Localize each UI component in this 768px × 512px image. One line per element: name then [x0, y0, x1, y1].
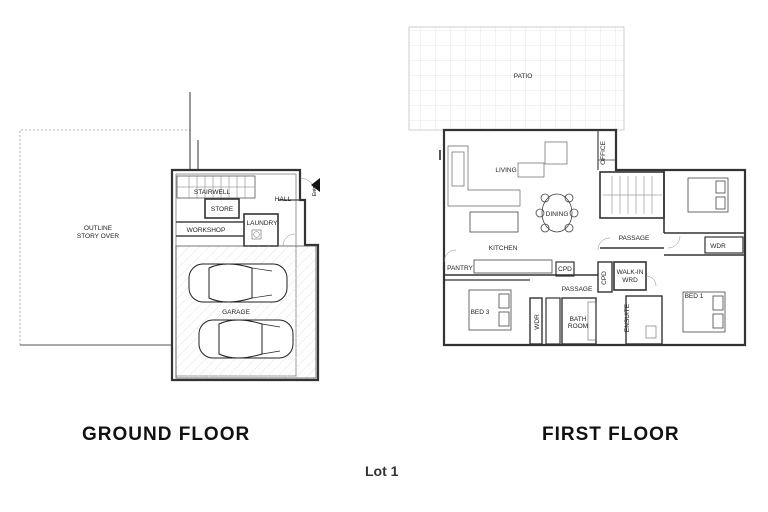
- kitchen-island: [469, 211, 519, 233]
- label-patio: PATIO: [514, 73, 533, 80]
- car-bottom-icon: [198, 319, 294, 359]
- wardrobe-right: [704, 236, 744, 254]
- label-kitchen: KITCHEN: [489, 245, 518, 252]
- label-garage: GARAGE: [222, 309, 250, 316]
- ground-floor-plan: OUTLINE STORY OVER STAIRWELL STORE HALL …: [19, 92, 320, 382]
- label-pantry: PANTRY: [447, 265, 473, 272]
- dining-table-icon: [535, 193, 579, 233]
- label-outline-2: STORY OVER: [77, 233, 120, 240]
- label-living: LIVING: [495, 167, 516, 174]
- ensuite-room: [625, 295, 663, 345]
- patio-area: [408, 26, 625, 131]
- label-passage-1: PASSAGE: [619, 235, 650, 242]
- label-passage-2: PASSAGE: [562, 286, 593, 293]
- store-room: [204, 198, 240, 219]
- label-bed-3: BED 3: [471, 309, 490, 316]
- ground-floor-caption: GROUND FLOOR: [82, 424, 251, 445]
- label-workshop: WORKSHOP: [187, 227, 226, 234]
- label-hall: HALL: [275, 196, 292, 203]
- label-cpd-1: CPD: [558, 266, 572, 273]
- walk-in-wardrobe: [613, 261, 647, 291]
- label-ensuite: ENSUITE: [624, 303, 631, 332]
- label-walkin-1: WALK-IN: [617, 269, 644, 276]
- bed-2-icon: [687, 177, 729, 213]
- label-bath-2: ROOM: [568, 323, 588, 330]
- bed-1-icon: [682, 291, 726, 333]
- label-dining: DINING: [546, 211, 569, 218]
- label-laundry: LAUNDRY: [247, 220, 279, 227]
- label-wdr-2: WDR: [534, 314, 541, 330]
- bed-3-icon: [468, 289, 512, 331]
- label-wdr-1: WDR: [710, 243, 726, 250]
- car-top-icon: [188, 263, 288, 303]
- label-store: STORE: [211, 206, 234, 213]
- wardrobe-left: [529, 297, 543, 345]
- label-bed-1: BED 1: [685, 293, 704, 300]
- entry-arrow-icon: [311, 178, 320, 192]
- label-office: OFFICE: [600, 140, 607, 164]
- label-bath-1: BATH: [570, 316, 587, 323]
- first-floor-walls: [442, 128, 747, 347]
- first-floor-plan: PATIO LIVING OFFICE DINING KITCHEN PANTR…: [408, 26, 747, 347]
- label-stairwell: STAIRWELL: [194, 189, 231, 196]
- label-cpd-2: CPD: [601, 271, 608, 285]
- label-walkin-2: WRD: [622, 277, 638, 284]
- label-entry: Entry: [312, 183, 318, 196]
- ground-floor-walls: [170, 168, 320, 382]
- living-furniture: [447, 141, 568, 207]
- label-outline-1: OUTLINE: [84, 225, 113, 232]
- lot-label: Lot 1: [365, 463, 399, 479]
- first-floor-caption: FIRST FLOOR: [542, 424, 680, 445]
